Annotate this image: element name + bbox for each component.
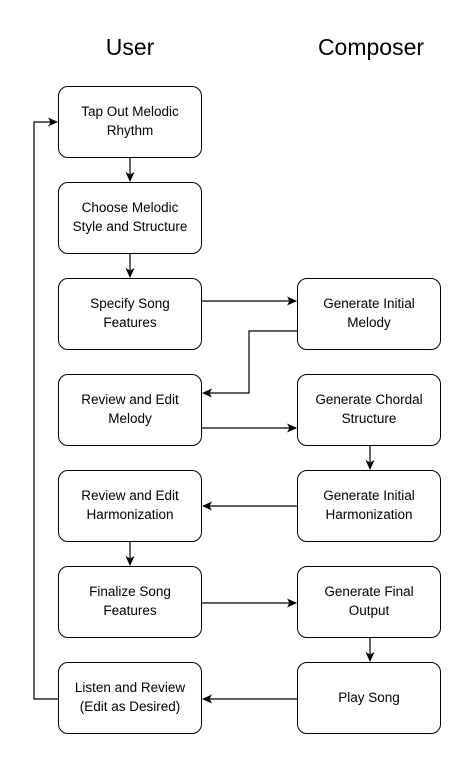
arrow-listen-loop-to-tap	[33, 117, 58, 700]
composer-column-header: Composer	[317, 34, 425, 60]
step-listen-and-review: Listen and Review(Edit as Desired)	[58, 662, 202, 734]
user-column-header: User	[105, 34, 155, 60]
step-play-song: Play Song	[297, 662, 441, 734]
arrow-generate-melody-to-review-melody	[202, 330, 297, 398]
